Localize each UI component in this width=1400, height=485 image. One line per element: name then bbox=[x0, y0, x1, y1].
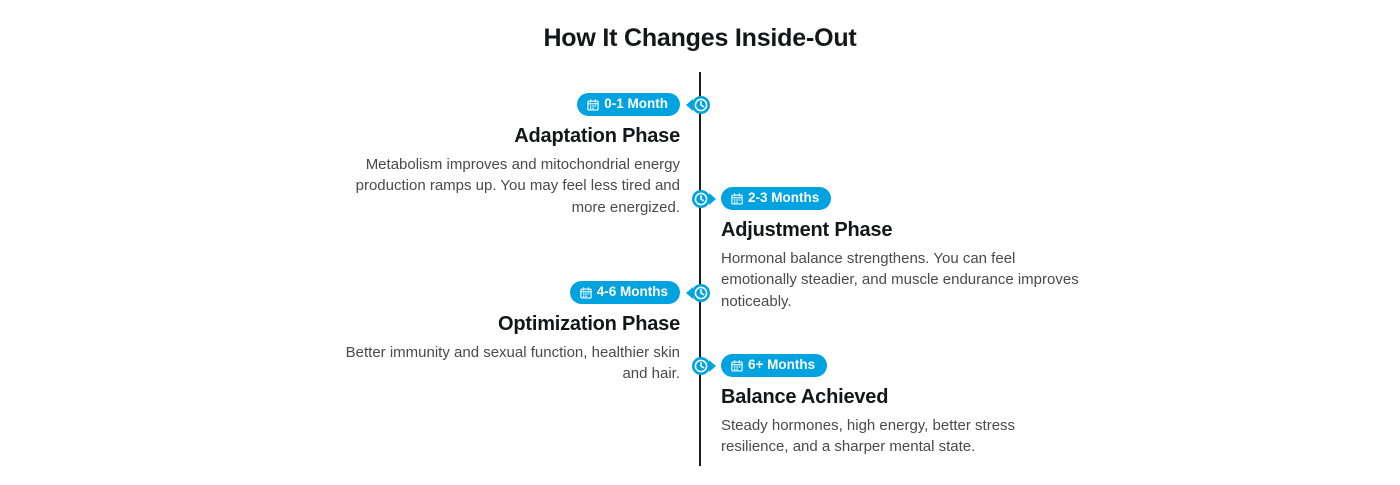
timeline-badge-label: 6+ Months bbox=[748, 357, 816, 372]
page-title: How It Changes Inside-Out bbox=[543, 24, 857, 52]
timeline-badge-label: 0-1 Month bbox=[604, 96, 668, 111]
timeline-entry-description: Better immunity and sexual function, hea… bbox=[345, 344, 680, 383]
timeline-marker-4 bbox=[692, 357, 716, 375]
clock-icon bbox=[694, 286, 708, 300]
timeline-entry-1: 0-1 Month Adaptation Phase Metabolism im… bbox=[320, 93, 680, 218]
timeline-badge-2[interactable]: 2-3 Months bbox=[721, 187, 832, 211]
marker-tail-icon bbox=[709, 360, 716, 372]
timeline-entry-description: Metabolism improves and mitochondrial en… bbox=[355, 156, 680, 216]
timeline-marker-2 bbox=[692, 190, 716, 208]
timeline-entry-2: 2-3 Months Adjustment Phase Hormonal bal… bbox=[721, 187, 1081, 312]
timeline-entry-title: Optimization Phase bbox=[498, 313, 680, 336]
timeline-marker-1 bbox=[686, 96, 710, 114]
timeline-entry-title: Adaptation Phase bbox=[514, 125, 680, 148]
calendar-icon bbox=[731, 193, 743, 205]
clock-icon bbox=[694, 359, 708, 373]
timeline-spine bbox=[699, 72, 701, 466]
calendar-icon bbox=[731, 360, 743, 372]
timeline-entry-title: Adjustment Phase bbox=[721, 219, 893, 242]
clock-icon bbox=[694, 98, 708, 112]
marker-tail-icon bbox=[686, 99, 693, 111]
timeline-badge-label: 4-6 Months bbox=[596, 284, 668, 299]
timeline-entry-description: Steady hormones, high energy, better str… bbox=[721, 417, 1016, 456]
marker-tail-icon bbox=[686, 287, 693, 299]
timeline: 0-1 Month Adaptation Phase Metabolism im… bbox=[0, 72, 1400, 472]
clock-icon bbox=[694, 192, 708, 206]
calendar-icon bbox=[580, 287, 592, 299]
timeline-entry-title: Balance Achieved bbox=[721, 386, 889, 409]
timeline-entry-3: 4-6 Months Optimization Phase Better imm… bbox=[320, 281, 680, 385]
timeline-marker-3 bbox=[686, 284, 710, 302]
timeline-badge-3[interactable]: 4-6 Months bbox=[569, 281, 680, 305]
timeline-entry-description: Hormonal balance strengthens. You can fe… bbox=[721, 250, 1079, 310]
calendar-icon bbox=[587, 99, 599, 111]
marker-tail-icon bbox=[709, 193, 716, 205]
timeline-badge-1[interactable]: 0-1 Month bbox=[577, 93, 680, 117]
timeline-badge-label: 2-3 Months bbox=[748, 190, 820, 205]
timeline-badge-4[interactable]: 6+ Months bbox=[721, 354, 828, 378]
timeline-entry-4: 6+ Months Balance Achieved Steady hormon… bbox=[721, 354, 1081, 458]
